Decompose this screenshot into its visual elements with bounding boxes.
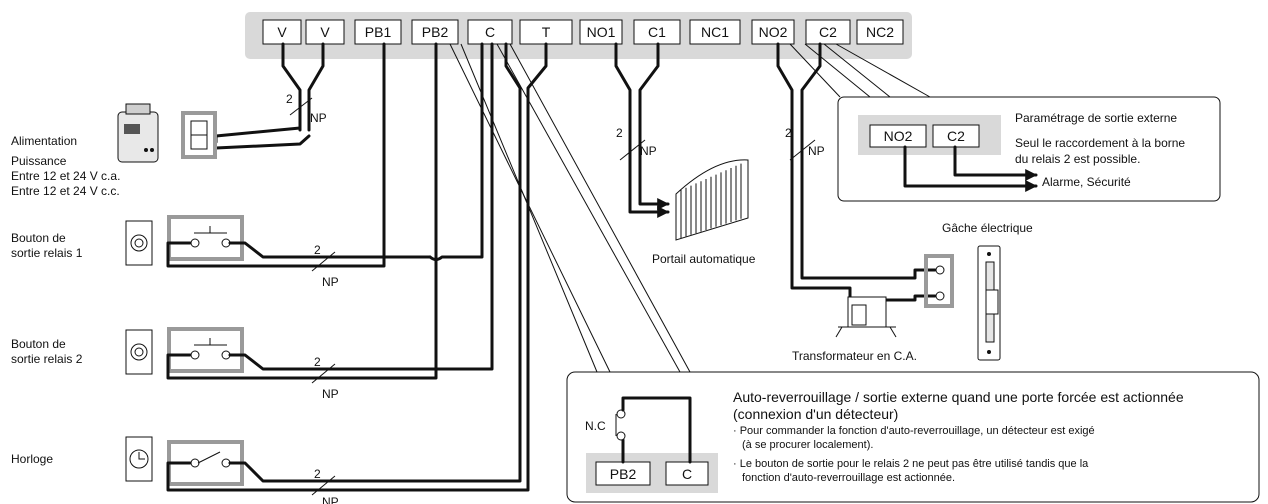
- auto-relock-panel: [566, 371, 1260, 503]
- ext-output-title: Paramétrage de sortie externe: [1015, 111, 1178, 125]
- transformer-label: Transformateur en C.A.: [792, 349, 917, 363]
- terminal-box: [805, 19, 851, 45]
- clock-wire-count: 2: [314, 467, 321, 481]
- gate-label: Portail automatique: [652, 252, 756, 266]
- automatic-gate-icon: [675, 159, 749, 241]
- terminal-box: [519, 19, 573, 45]
- external-output-panel: [837, 96, 1221, 202]
- terminal-box: [633, 19, 681, 45]
- terminal-label: PB1: [365, 24, 392, 40]
- auto-terminal-c: C: [682, 466, 692, 482]
- auto-lock-bullet-2b: fonction d'auto-reverrouillage est actio…: [742, 472, 956, 484]
- terminal-box: [467, 19, 513, 45]
- reference-lines: [449, 43, 931, 373]
- strike-terminal-frame: [924, 254, 954, 308]
- button1-wire-count: 2: [314, 243, 321, 257]
- ext-output-target: Alarme, Sécurité: [1042, 175, 1131, 189]
- terminal-label: NC1: [701, 24, 729, 40]
- ext-terminal-c2: C2: [947, 128, 965, 144]
- auto-lock-title-1: Auto-reverrouillage / sortie externe qua…: [733, 389, 1184, 405]
- terminal-label: V: [277, 24, 287, 40]
- button-1-frame: [167, 215, 244, 261]
- terminal-box: [579, 19, 623, 45]
- button1-label-line2: sortie relais 1: [11, 246, 83, 260]
- terminal-label: PB2: [422, 24, 449, 40]
- clock-icon: [125, 436, 153, 482]
- relay1-wire-type: NP: [640, 144, 657, 158]
- clock-wire-type: NP: [322, 495, 339, 504]
- auto-terminal-pb2: PB2: [610, 466, 637, 482]
- ext-output-note-2: du relais 2 est possible.: [1015, 152, 1141, 166]
- clock-label: Horloge: [11, 452, 54, 466]
- terminal-box: [262, 19, 302, 45]
- power-dc: Entre 12 et 24 V c.c.: [11, 184, 120, 198]
- button2-wire-type: NP: [322, 387, 339, 401]
- ext-output-note-1: Seul le raccordement à la borne: [1015, 136, 1186, 150]
- relay2-wire-count: 2: [785, 126, 792, 140]
- button1-wire-type: NP: [322, 275, 339, 289]
- terminal-label: T: [542, 24, 551, 40]
- terminal-box: [689, 19, 741, 45]
- terminal-label: NO2: [759, 24, 788, 40]
- button2-label-line2: sortie relais 2: [11, 352, 83, 366]
- terminal-box: [856, 19, 904, 45]
- relay1-wire-count: 2: [616, 126, 623, 140]
- exit-button-1-icon: [125, 220, 153, 266]
- transformer-icon: [835, 296, 897, 338]
- power-subtitle: Puissance: [11, 154, 67, 168]
- auto-lock-title-2: (connexion d'un détecteur): [733, 406, 899, 422]
- auto-lock-bullet-2a: · Le bouton de sortie pour le relais 2 n…: [733, 458, 1089, 470]
- power-ac: Entre 12 et 24 V c.a.: [11, 169, 121, 183]
- power-wire-count: 2: [286, 92, 293, 106]
- terminal-box: [354, 19, 402, 45]
- exit-button-2-icon: [125, 329, 153, 375]
- terminal-strip: V V PB1 PB2 C T NO1 C1 NC1 NO2 C2 NC2: [245, 12, 912, 59]
- terminal-label: V: [320, 24, 330, 40]
- button2-wire-count: 2: [314, 355, 321, 369]
- ext-terminal-no2: NO2: [884, 128, 913, 144]
- button1-label-line1: Bouton de: [11, 231, 66, 245]
- terminal-label: NO1: [587, 24, 616, 40]
- terminal-label: C: [485, 24, 495, 40]
- power-terminal-frame: [181, 111, 217, 159]
- power-wiring: [214, 42, 325, 150]
- terminal-box: [751, 19, 795, 45]
- nc-contact-label: N.C: [585, 419, 606, 433]
- power-wire-type: NP: [310, 111, 327, 125]
- terminal-label: C1: [648, 24, 666, 40]
- strike-label: Gâche électrique: [942, 221, 1033, 235]
- relay2-wire-type: NP: [808, 144, 825, 158]
- power-supply-icon: [117, 103, 159, 163]
- power-title: Alimentation: [11, 134, 78, 148]
- auto-lock-bullet-1b: (à se procurer localement).: [742, 439, 874, 451]
- button-2-frame: [167, 327, 244, 373]
- terminal-label: C2: [819, 24, 837, 40]
- electric-strike-icon: [977, 245, 1001, 361]
- button2-label-line1: Bouton de: [11, 337, 66, 351]
- terminal-box: [305, 19, 345, 45]
- auto-lock-bullet-1a: · Pour commander la fonction d'auto-reve…: [733, 425, 1095, 437]
- terminal-label: NC2: [866, 24, 894, 40]
